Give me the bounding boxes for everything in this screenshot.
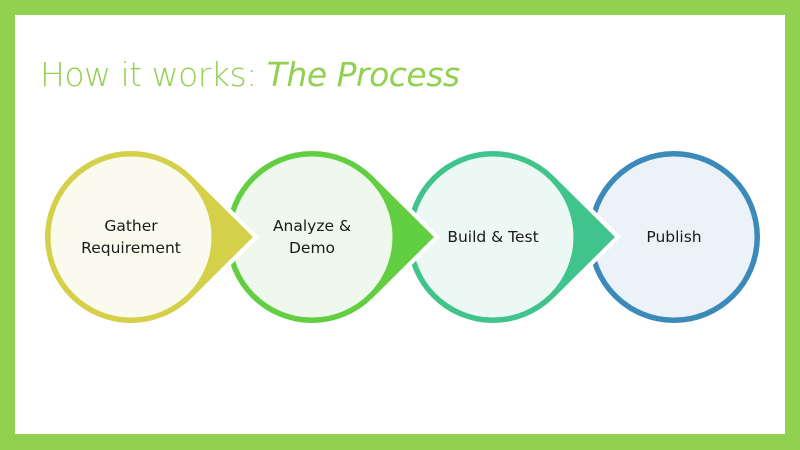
title-italic: The Process — [266, 55, 460, 94]
slide-title: How it works: The Process — [40, 55, 460, 94]
step-label-line: Analyze & — [272, 217, 352, 235]
step-circle-build — [412, 156, 574, 318]
step-label-analyze: Analyze & Demo — [237, 215, 387, 259]
step-circle-publish — [593, 156, 755, 318]
step-label-line: Gather — [104, 217, 158, 235]
step-label-build: Build & Test — [418, 226, 568, 248]
step-label-line: Build & Test — [447, 228, 539, 246]
step-label-line: Requirement — [81, 239, 181, 257]
step-label-line: Publish — [646, 228, 702, 246]
step-label-line: Demo — [288, 239, 336, 257]
step-label-publish: Publish — [599, 226, 749, 248]
step-label-gather: Gather Requirement — [56, 215, 206, 259]
step-circle-analyze — [231, 156, 393, 318]
step-circle-gather — [50, 156, 212, 318]
title-plain: How it works: — [40, 55, 267, 94]
